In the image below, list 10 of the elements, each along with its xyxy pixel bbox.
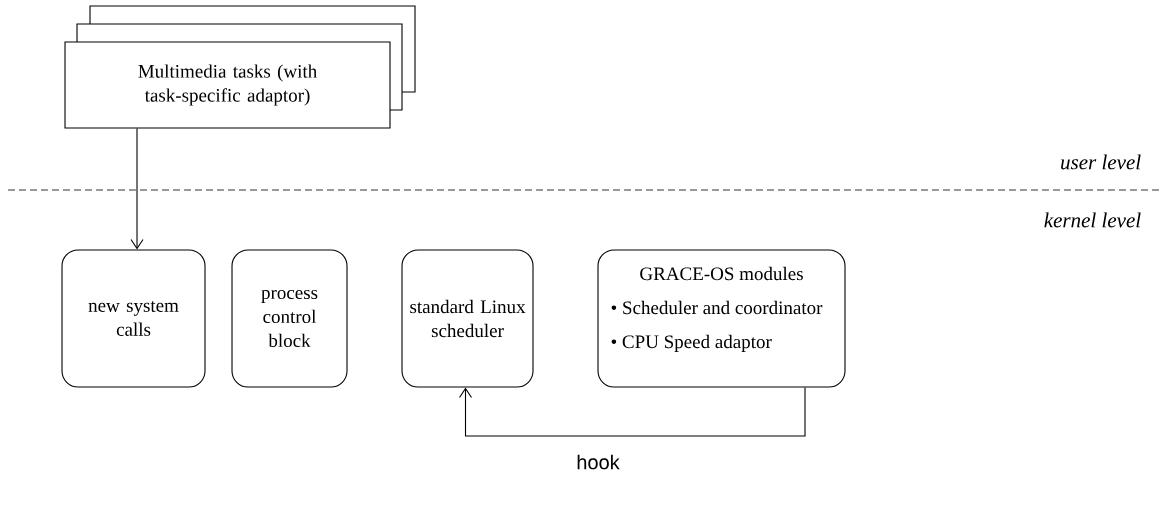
arrow (130, 128, 144, 250)
module-box: new system calls (61, 249, 206, 388)
module-box: process control block (231, 249, 348, 388)
stacked-task-boxes: Multimedia tasks (with task-specific adaptor) (64, 5, 416, 129)
edge-label: hook (575, 453, 621, 471)
level-label: kernel level (1044, 212, 1141, 228)
module-box: GRACE-OS modules • Scheduler and coordinator • CPU Speed adaptor (597, 249, 846, 388)
arrow (458, 387, 806, 437)
level-label: user level (1061, 154, 1141, 170)
module-box: standard Linux scheduler (401, 249, 534, 388)
